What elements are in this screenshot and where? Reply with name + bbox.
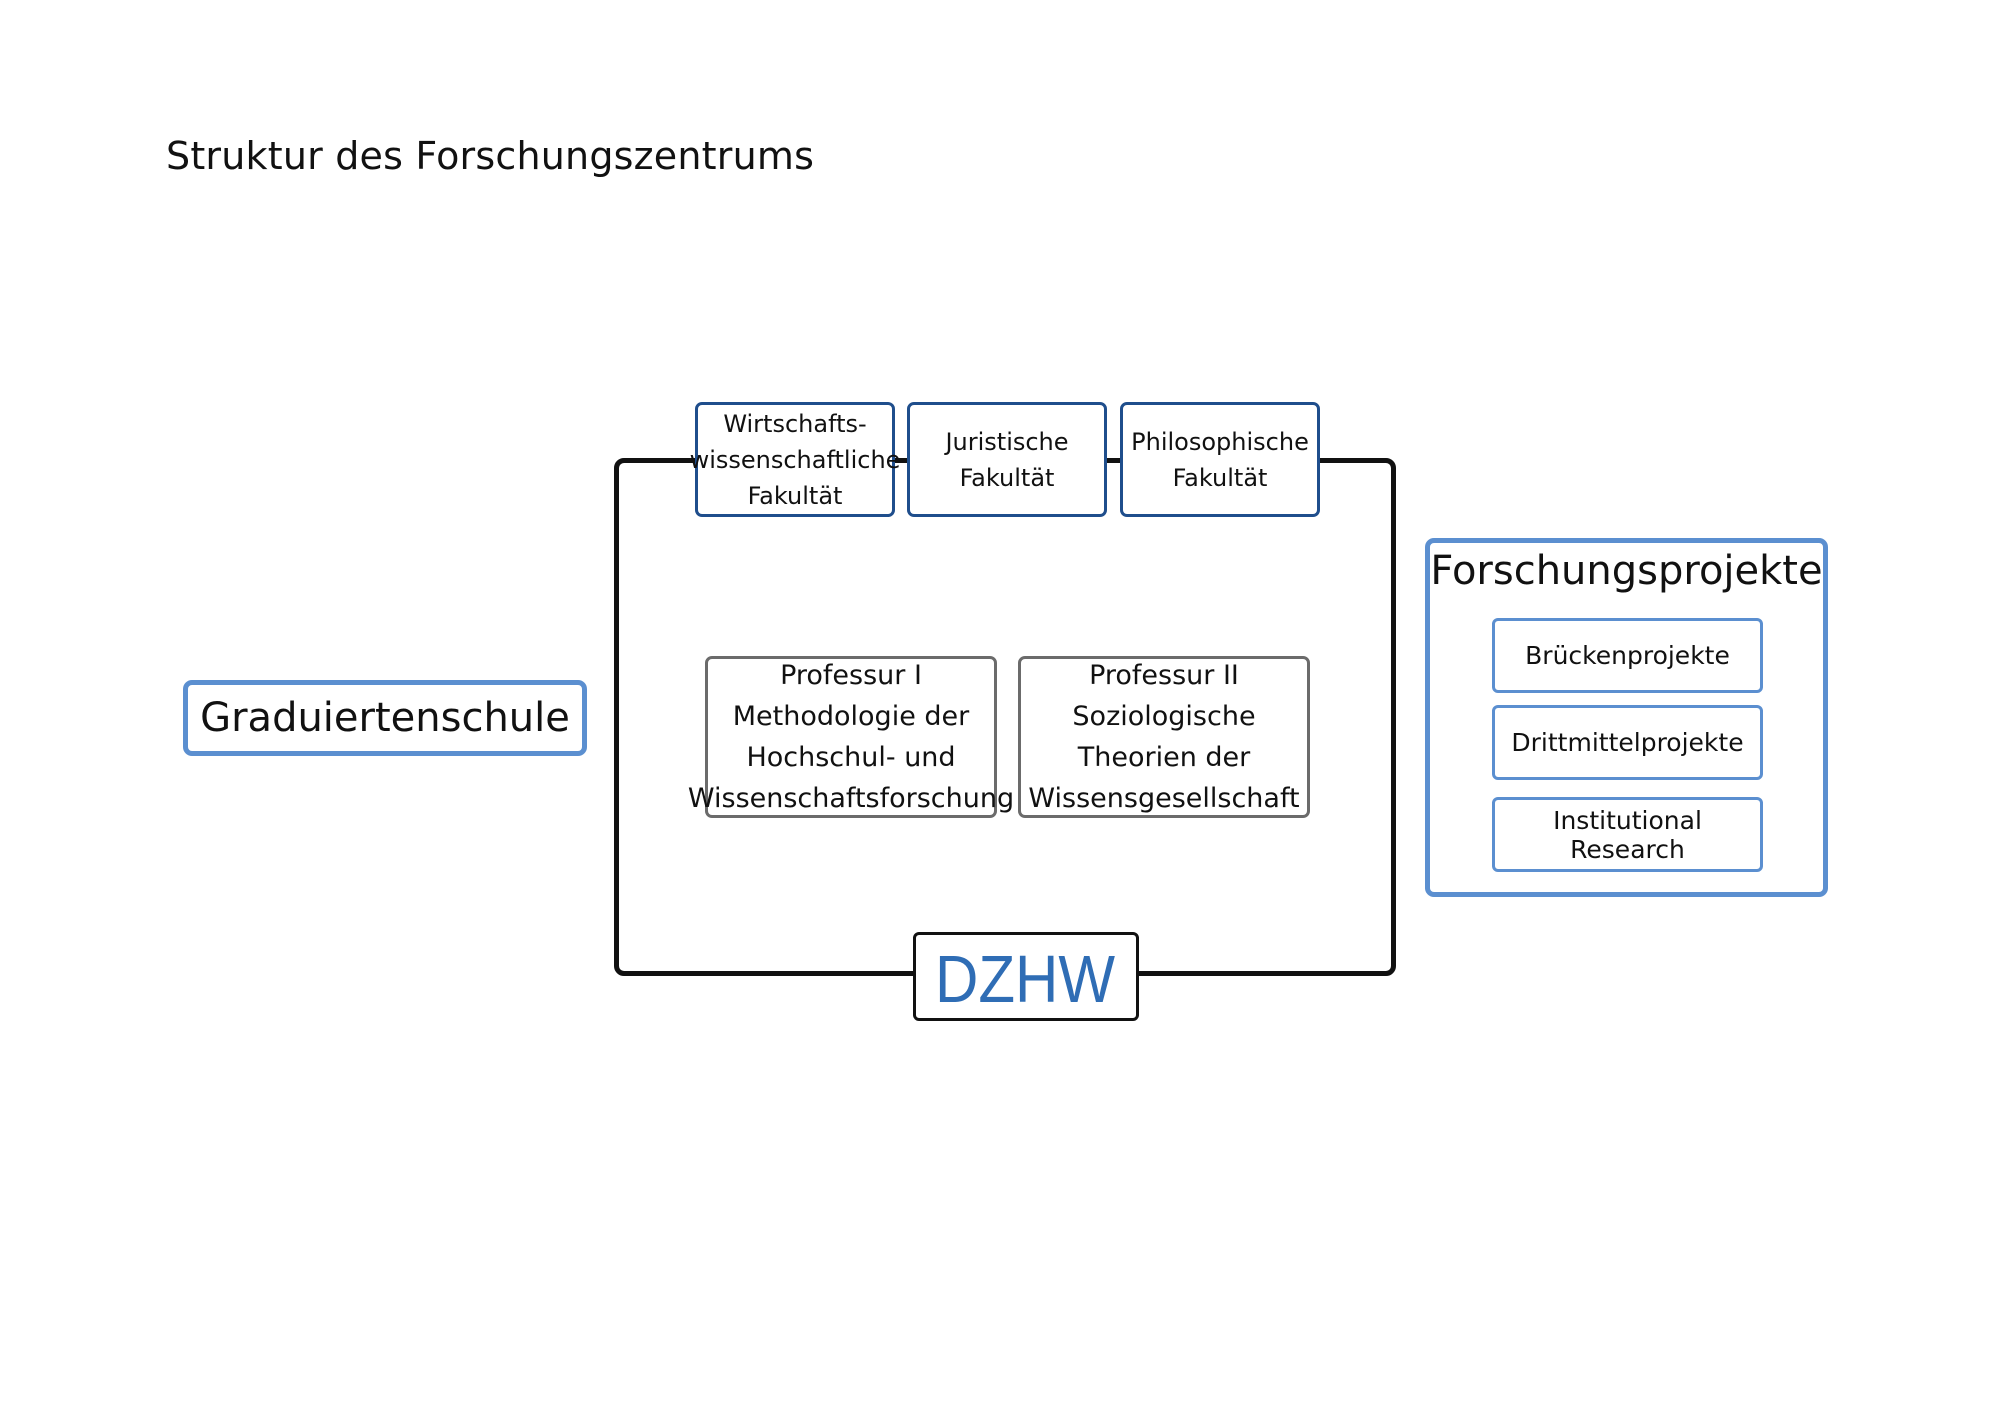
project-third-party-label: Drittmittelprojekte <box>1511 728 1744 757</box>
graduate-school-box: Graduiertenschule <box>183 680 587 756</box>
dzhw-logo-box: DZHW <box>913 932 1139 1021</box>
faculty-law-label: Juristische Fakultät <box>945 427 1069 492</box>
page-title: Struktur des Forschungszentrums <box>166 134 815 178</box>
graduate-school-label: Graduiertenschule <box>200 695 570 741</box>
project-institutional-label: Institutional Research <box>1553 805 1702 864</box>
professorship-1-box: Professur I Methodologie der Hochschul- … <box>688 656 1014 818</box>
project-bridge-box: Brückenprojekte <box>1492 618 1763 693</box>
research-projects-panel <box>1425 538 1828 897</box>
project-bridge-label: Brückenprojekte <box>1525 641 1730 670</box>
professorship-2-box: Professur II Soziologische Theorien der … <box>1018 656 1310 818</box>
svg-text:DZHW: DZHW <box>935 945 1116 1009</box>
research-projects-title: Forschungsprojekte <box>1430 548 1823 594</box>
faculty-philosophy-label: Philosophische Fakultät <box>1131 427 1309 492</box>
dzhw-logo: DZHW <box>935 945 1116 1009</box>
project-third-party-box: Drittmittelprojekte <box>1492 705 1763 780</box>
professorship-2-label: Professur II Soziologische Theorien der … <box>1028 660 1300 814</box>
professorship-1-label: Professur I Methodologie der Hochschul- … <box>687 660 1015 814</box>
faculty-law-box: Juristische Fakultät <box>907 402 1107 517</box>
faculty-economics-label: Wirtschafts- wissenschaftliche Fakultät <box>689 409 901 510</box>
project-institutional-box: Institutional Research <box>1492 797 1763 872</box>
faculty-economics-box: Wirtschafts- wissenschaftliche Fakultät <box>690 402 900 517</box>
faculty-philosophy-box: Philosophische Fakultät <box>1120 402 1320 517</box>
